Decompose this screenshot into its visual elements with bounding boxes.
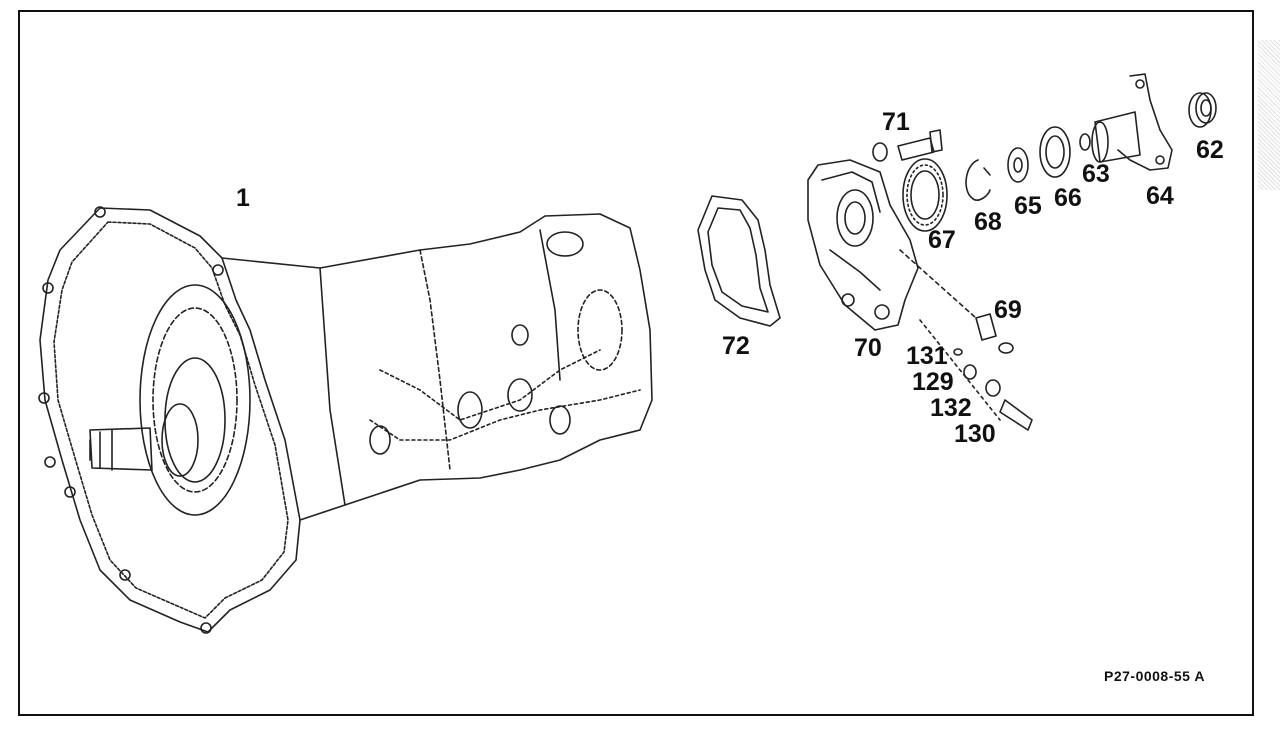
converter-gears [89, 284, 251, 516]
callout-64: 64 [1146, 182, 1174, 210]
callout-63: 63 [1082, 160, 1110, 188]
callout-132: 132 [930, 394, 972, 422]
bearing-66 [1039, 126, 1071, 178]
callout-68: 68 [974, 208, 1002, 236]
figure-reference-code: P27-0008-55 A [1104, 668, 1205, 684]
bell-housing [38, 206, 301, 634]
small-parts-129-132 [919, 319, 1033, 431]
callout-70: 70 [854, 334, 882, 362]
callout-69: 69 [994, 296, 1022, 324]
callout-130: 130 [954, 420, 996, 448]
gasket-72 [697, 195, 781, 327]
callout-1: 1 [236, 184, 250, 212]
callout-66: 66 [1054, 184, 1082, 212]
transmission-case [221, 213, 653, 521]
callout-72: 72 [722, 332, 750, 360]
extension-housing-70 [807, 159, 919, 331]
callout-62: 62 [1196, 136, 1224, 164]
nut-62 [1188, 92, 1217, 128]
plug-69 [899, 249, 1014, 354]
callout-131: 131 [906, 342, 948, 370]
callout-129: 129 [912, 368, 954, 396]
flange-64 [1091, 73, 1173, 171]
callout-71: 71 [882, 108, 910, 136]
bearing-67 [902, 158, 948, 232]
scan-grain [1258, 40, 1280, 190]
callout-65: 65 [1014, 192, 1042, 220]
ring-63 [1079, 133, 1091, 151]
washer-65 [1007, 147, 1029, 183]
snap-ring-68 [965, 159, 991, 201]
bolt-71 [872, 129, 943, 162]
callout-67: 67 [928, 226, 956, 254]
